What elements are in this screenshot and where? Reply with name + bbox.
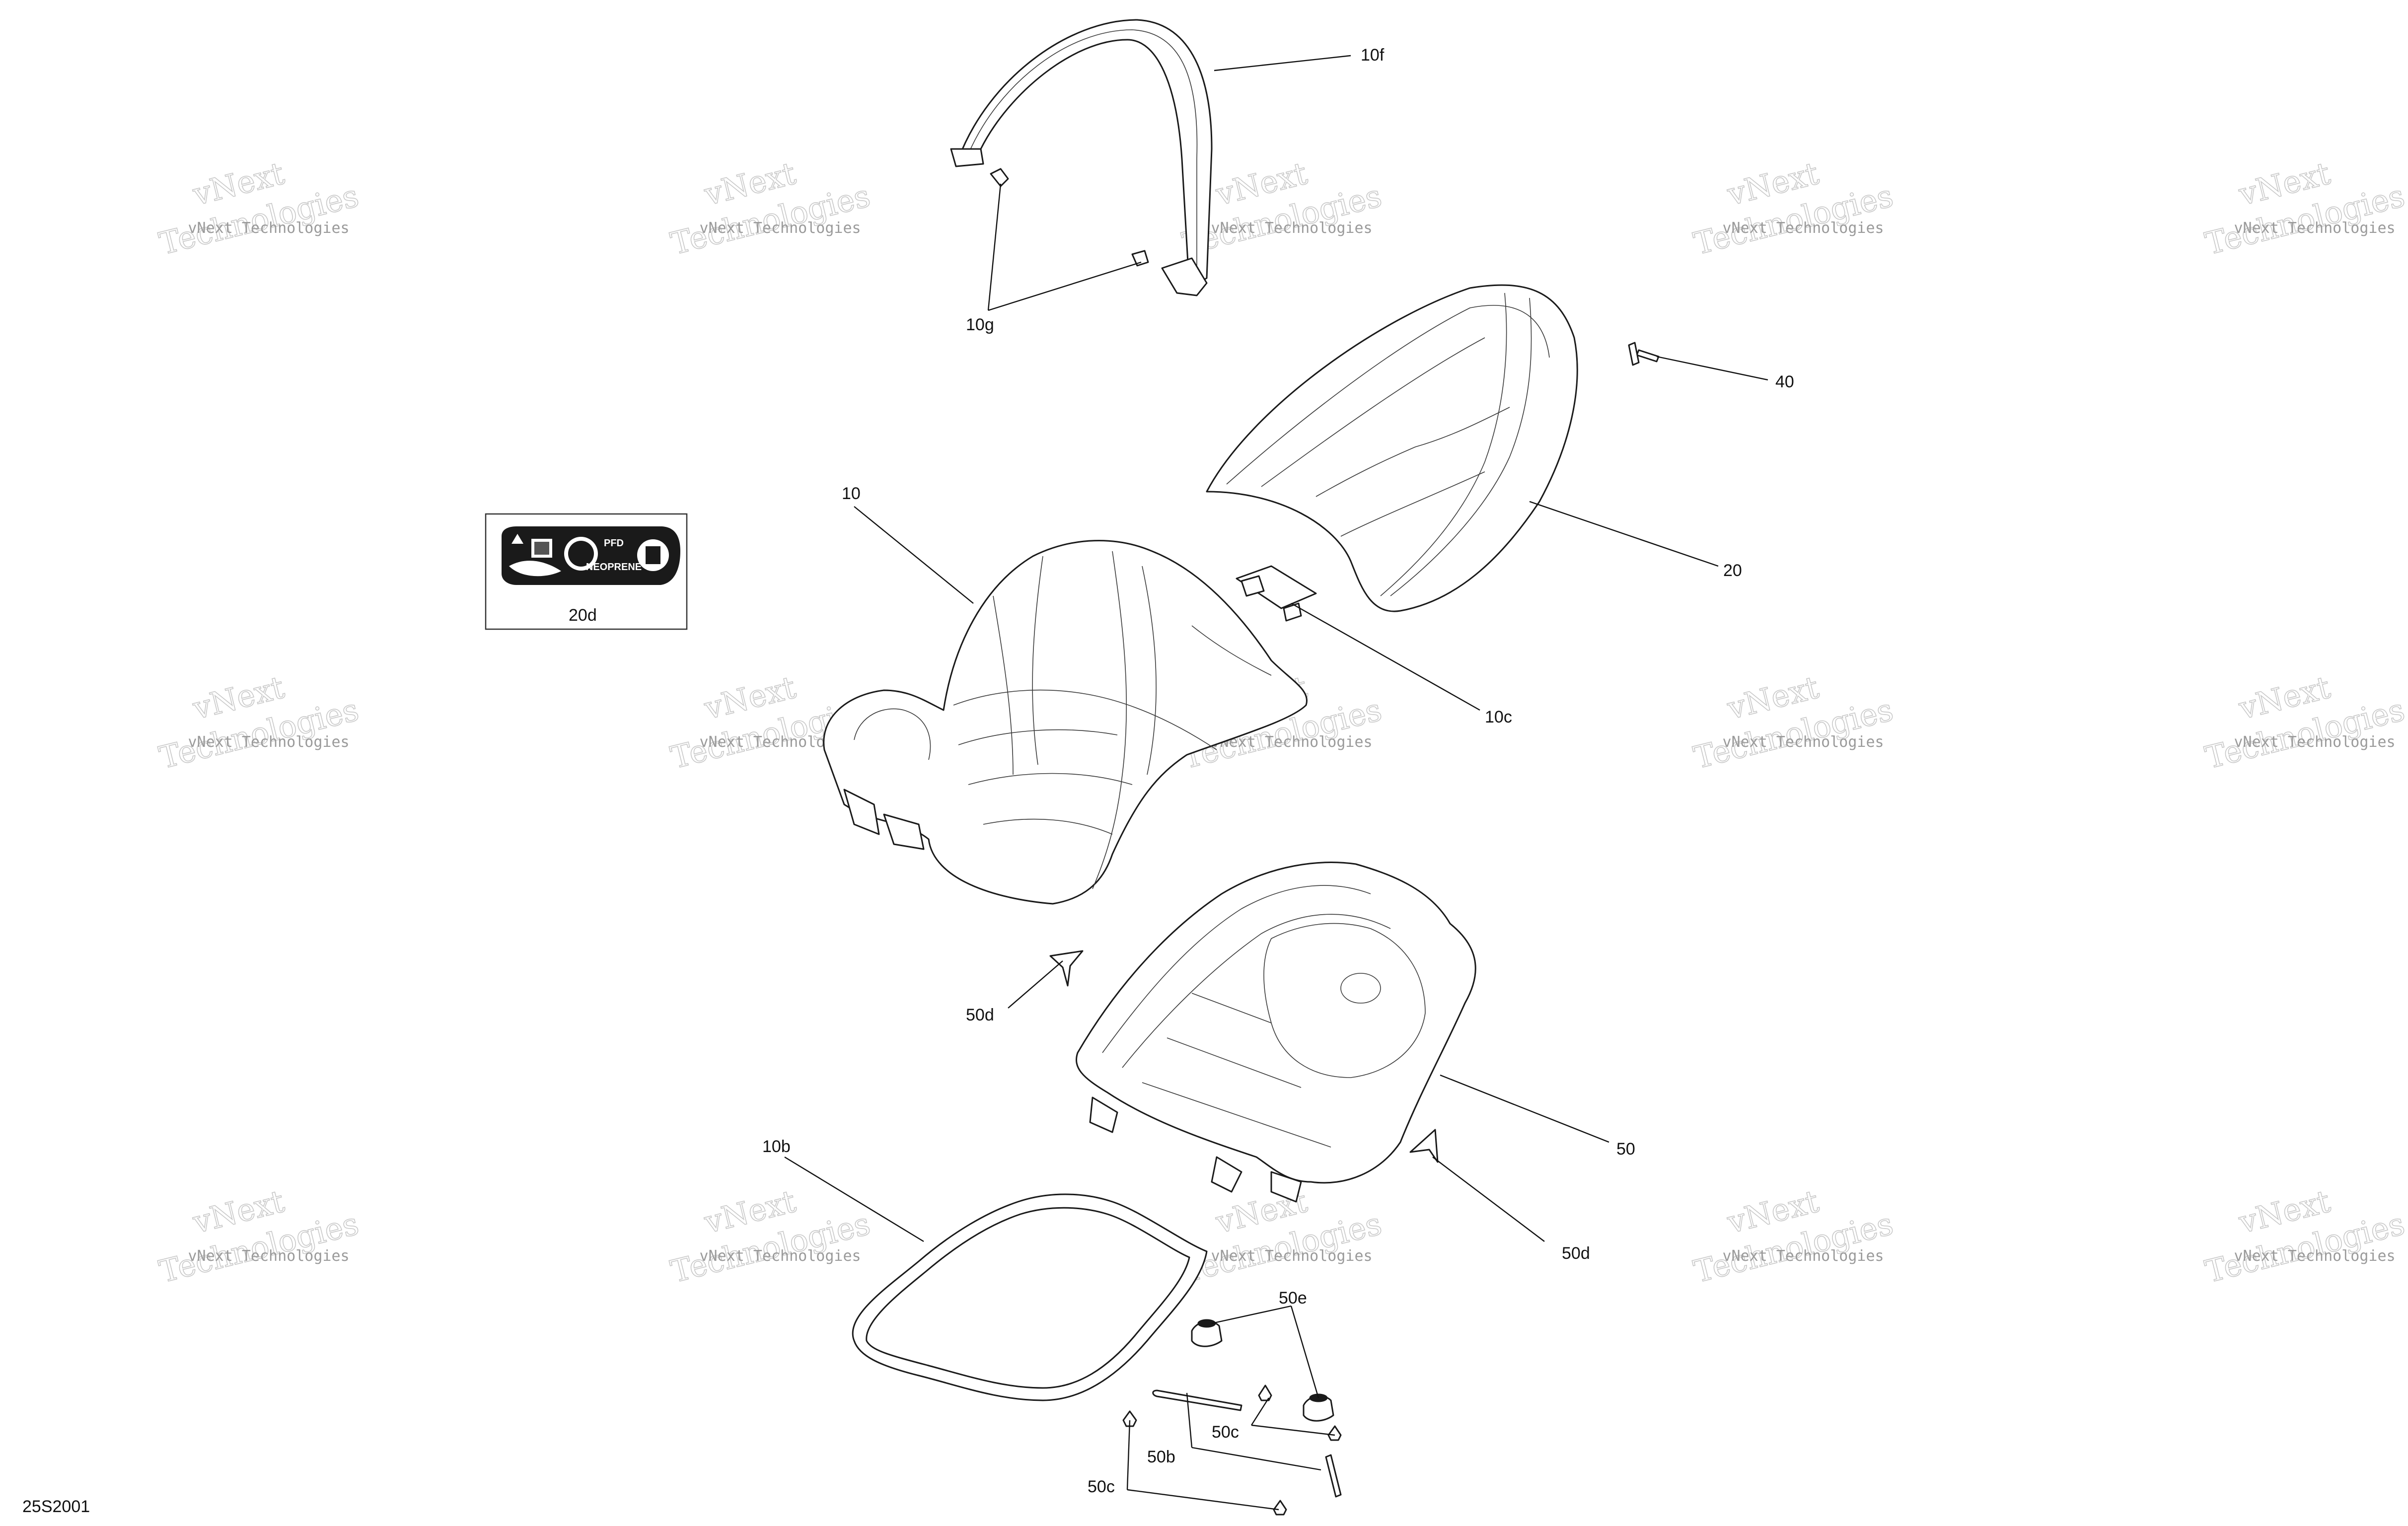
watermark-text: vNext Technologies [188, 219, 349, 237]
callout-40: 40 [1775, 372, 1794, 391]
part-20d-decal-box[interactable]: PFD NEOPRENE [485, 513, 688, 630]
callout-50e: 50e [1279, 1289, 1307, 1308]
callout-10g: 10g [966, 315, 994, 334]
watermark-text: vNext Technologies [188, 1247, 349, 1265]
callout-10: 10 [842, 484, 861, 503]
decal-line2: NEOPRENE [586, 562, 642, 573]
part-10f-strap[interactable] [950, 19, 1213, 296]
part-10-front-seat[interactable] [823, 540, 1308, 905]
callout-20d: 20d [569, 606, 597, 625]
watermark-text: vNext Technologies [699, 1247, 861, 1265]
watermark-text: vNext Technologies [2234, 733, 2395, 751]
part-10g-clip-a[interactable] [990, 168, 1009, 187]
watermark-text: vNext Technologies [2234, 219, 2395, 237]
watermark-text: vNext Technologies [2234, 1247, 2395, 1265]
watermark-text: vNext Technologies [699, 219, 861, 237]
part-10b-seal[interactable] [852, 1193, 1208, 1401]
watermark-text: vNext Technologies [188, 733, 349, 751]
part-50c-pin-c[interactable] [1122, 1410, 1137, 1427]
callout-20: 20 [1723, 561, 1742, 580]
part-50d-bumper-b[interactable] [1409, 1129, 1439, 1163]
callout-50d-b: 50d [1562, 1244, 1590, 1263]
watermark-text: vNext Technologies [1211, 219, 1372, 237]
callout-50d-a: 50d [966, 1006, 994, 1024]
part-50c-pin-b[interactable] [1327, 1425, 1342, 1441]
callout-50c-a: 50c [1212, 1423, 1239, 1442]
leader-lines [784, 55, 1768, 1511]
callout-50c-b: 50c [1088, 1477, 1115, 1496]
callout-50b: 50b [1147, 1448, 1175, 1466]
watermark-text: vNext Technologies [1722, 219, 1884, 237]
part-50-seat-base[interactable] [1076, 862, 1476, 1203]
part-40-bolt[interactable] [1628, 342, 1660, 366]
part-50e-nut-a[interactable] [1191, 1319, 1223, 1347]
diagram-code: 25S2001 [22, 1497, 90, 1516]
watermark-text: vNext Technologies [1722, 1247, 1884, 1265]
part-50b-rod-a[interactable] [1152, 1389, 1242, 1411]
watermark-text: vNext Technologies [1211, 1247, 1372, 1265]
part-20-rear-seat[interactable] [1206, 284, 1578, 612]
part-50c-pin-a[interactable] [1258, 1384, 1272, 1401]
callout-10f: 10f [1361, 46, 1385, 65]
callout-10c: 10c [1485, 708, 1512, 727]
callout-10b: 10b [762, 1137, 791, 1156]
part-50e-nut-b[interactable] [1303, 1393, 1334, 1422]
part-10c-bracket[interactable] [1236, 565, 1317, 622]
part-50b-rod-b[interactable] [1325, 1454, 1342, 1498]
part-50d-bumper-a[interactable] [1049, 950, 1084, 987]
callout-50: 50 [1616, 1140, 1635, 1159]
part-10g-clip-b[interactable] [1131, 250, 1149, 267]
watermark-text: vNext Technologies [1722, 733, 1884, 751]
decal-line1: PFD [604, 538, 624, 549]
part-50c-pin-d[interactable] [1273, 1500, 1287, 1516]
